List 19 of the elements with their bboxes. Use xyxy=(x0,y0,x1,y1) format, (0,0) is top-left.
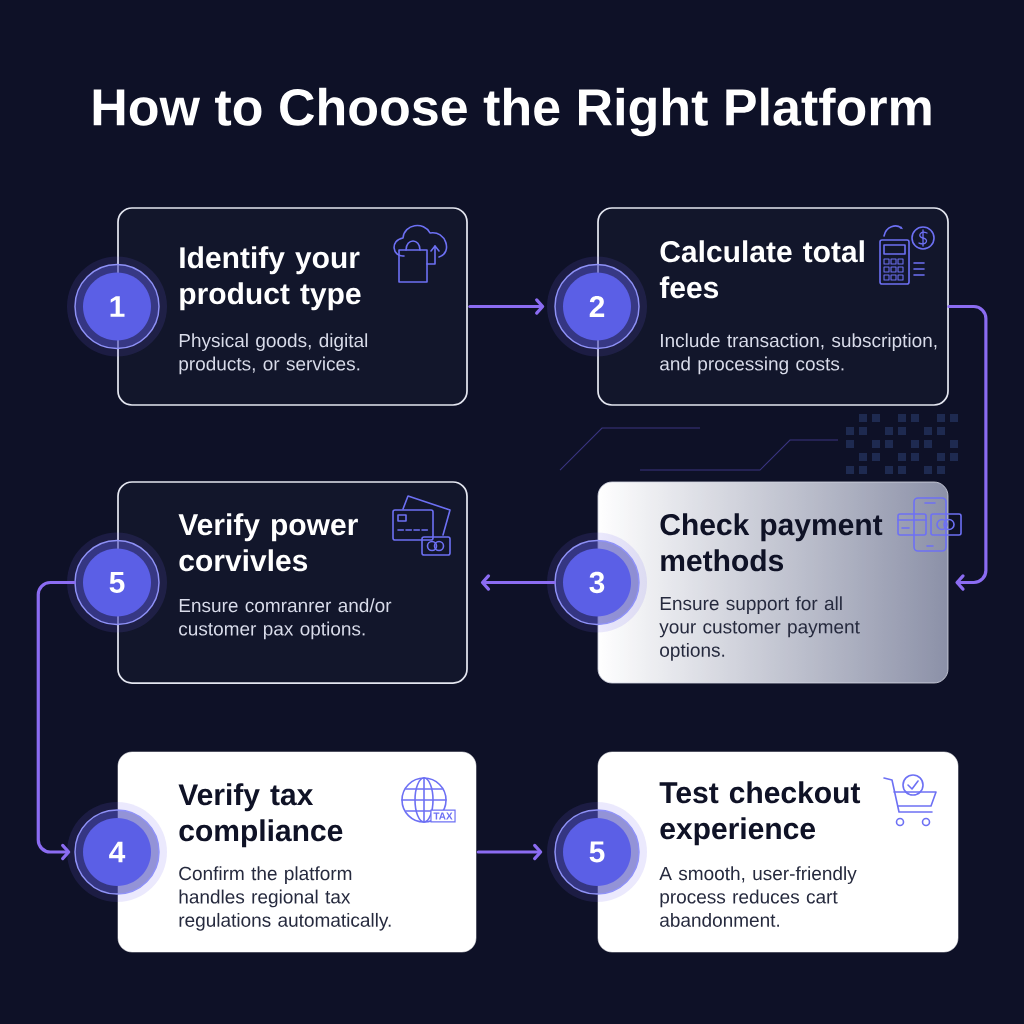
step-description: Ensure comranrer and/or customer pax options. xyxy=(179,598,392,640)
step-description: Physical goods, digital products, or services. xyxy=(179,333,368,375)
step-description: A smooth, user-friendly process reduces cart abandonment. xyxy=(659,866,857,927)
title: How to Choose the Right Platform xyxy=(93,87,931,137)
arrow xyxy=(947,304,988,591)
step-heading: Check payment methods xyxy=(660,513,883,572)
step-heading: Calculate total fees xyxy=(659,240,864,299)
arrow xyxy=(476,843,543,861)
step-description: Confirm the platform handles regional tax regulations automatically. xyxy=(179,866,391,931)
arrow xyxy=(480,574,556,591)
step-heading: Verify power corvivles xyxy=(178,513,358,572)
arrow xyxy=(36,580,76,861)
step-description: Ensure support for all your customer payment options. xyxy=(659,596,860,661)
step-description: Include transaction, subscription, and processing costs. xyxy=(660,333,937,375)
step-heading: Verify tax compliance xyxy=(178,783,343,848)
step-heading: Identify your product type xyxy=(180,246,361,311)
arrow xyxy=(468,298,545,315)
step-heading: Test checkout experience xyxy=(659,781,861,846)
tax-stamp: TAX xyxy=(430,809,456,823)
